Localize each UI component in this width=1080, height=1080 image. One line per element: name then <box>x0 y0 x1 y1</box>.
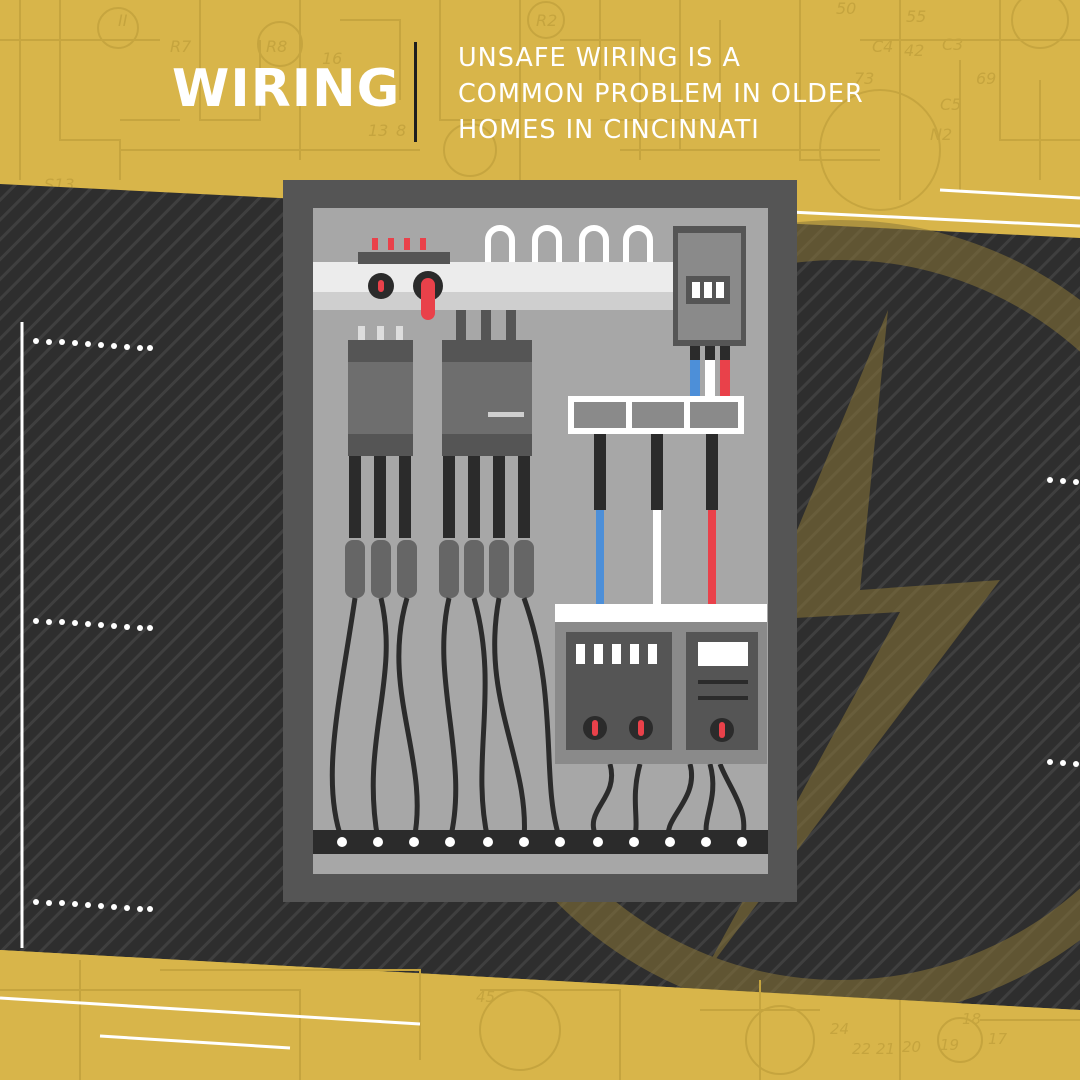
dotted-accents <box>33 338 1079 912</box>
svg-text:C5: C5 <box>940 95 961 114</box>
svg-text:73: 73 <box>854 69 874 88</box>
svg-text:50: 50 <box>836 0 856 18</box>
svg-text:42: 42 <box>904 41 924 60</box>
svg-text:16: 16 <box>322 49 342 68</box>
svg-text:13: 13 <box>368 121 388 140</box>
subtitle-line-2: COMMON PROBLEM IN OLDER <box>458 79 864 109</box>
blueprint-lines-top <box>0 0 1080 211</box>
svg-text:18: 18 <box>962 1010 981 1028</box>
headline-title: WIRING <box>172 59 401 119</box>
svg-text:C4: C4 <box>872 37 893 56</box>
colored-wires <box>594 434 718 604</box>
svg-text:II: II <box>118 11 128 30</box>
svg-text:C3: C3 <box>942 35 963 54</box>
terminal-screws <box>337 837 747 847</box>
svg-text:17: 17 <box>988 1030 1008 1048</box>
svg-text:45: 45 <box>476 988 495 1006</box>
svg-text:R8: R8 <box>266 37 287 56</box>
svg-text:R2: R2 <box>536 11 557 30</box>
svg-text:55: 55 <box>906 7 926 26</box>
title-separator <box>414 42 417 142</box>
white-wire-loops <box>485 225 653 262</box>
svg-text:8: 8 <box>396 121 406 140</box>
white-accent-lines <box>0 188 1080 1050</box>
svg-text:19: 19 <box>940 1036 959 1054</box>
svg-text:69: 69 <box>976 69 996 88</box>
electrical-panel <box>283 180 797 902</box>
blueprint-lines-bottom <box>0 960 1080 1080</box>
subtitle-line-3: HOMES IN CINCINNATI <box>458 115 760 145</box>
svg-text:22: 22 <box>852 1040 871 1058</box>
svg-text:R7: R7 <box>170 37 192 56</box>
svg-text:20: 20 <box>902 1038 921 1056</box>
svg-text:24: 24 <box>830 1020 849 1038</box>
svg-text:N2: N2 <box>930 125 952 144</box>
subtitle-line-1: UNSAFE WIRING IS A <box>458 43 741 73</box>
svg-text:21: 21 <box>876 1040 895 1058</box>
headline-subtitle: UNSAFE WIRING IS A COMMON PROBLEM IN OLD… <box>458 40 978 148</box>
